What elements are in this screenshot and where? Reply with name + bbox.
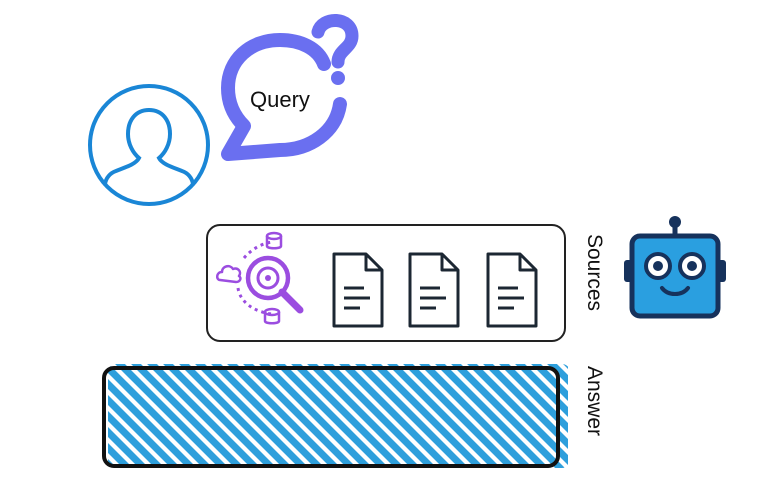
document-icon (330, 250, 386, 330)
hatch-line (320, 364, 438, 468)
hatch-line (384, 364, 502, 468)
hatch-line (272, 364, 390, 468)
hatch-line (400, 364, 518, 468)
hatch-line (192, 364, 310, 468)
hatch-line (352, 364, 470, 468)
hatch-line (112, 364, 230, 468)
hatch-line (208, 364, 326, 468)
user-profile-icon (86, 82, 212, 208)
document-icon (484, 250, 540, 330)
hatch-line (496, 364, 568, 468)
hatch-line (224, 364, 342, 468)
hatch-line (108, 364, 214, 468)
hatch-line (304, 364, 422, 468)
hatch-line (544, 364, 568, 468)
hatch-line (256, 364, 374, 468)
hatch-line (240, 364, 358, 468)
sources-container (206, 224, 566, 342)
document-icon (406, 250, 462, 330)
hatch-line (512, 364, 568, 468)
hatch-line (160, 364, 278, 468)
hatch-line (288, 364, 406, 468)
hatch-line (528, 364, 568, 468)
hatch-line (176, 364, 294, 468)
robot-icon (622, 214, 728, 320)
hatch-line (432, 364, 550, 468)
hatch-line (336, 364, 454, 468)
hatch-line (144, 364, 262, 468)
speech-bubble-question-icon (214, 8, 366, 164)
hatch-line (368, 364, 486, 468)
answer-box (98, 356, 568, 472)
query-label: Query (250, 87, 310, 112)
hatch-line (108, 364, 134, 468)
hatch-line (128, 364, 246, 468)
hatch-line (108, 364, 198, 468)
hatch-line (448, 364, 566, 468)
sources-label: Sources (583, 234, 606, 312)
data-search-icon (214, 228, 318, 328)
hatch-line (480, 364, 568, 468)
hatch-line (108, 364, 166, 468)
hatch-line (416, 364, 534, 468)
hatch-line (108, 364, 150, 468)
hatch-line (108, 364, 182, 468)
answer-label: Answer (583, 366, 606, 437)
